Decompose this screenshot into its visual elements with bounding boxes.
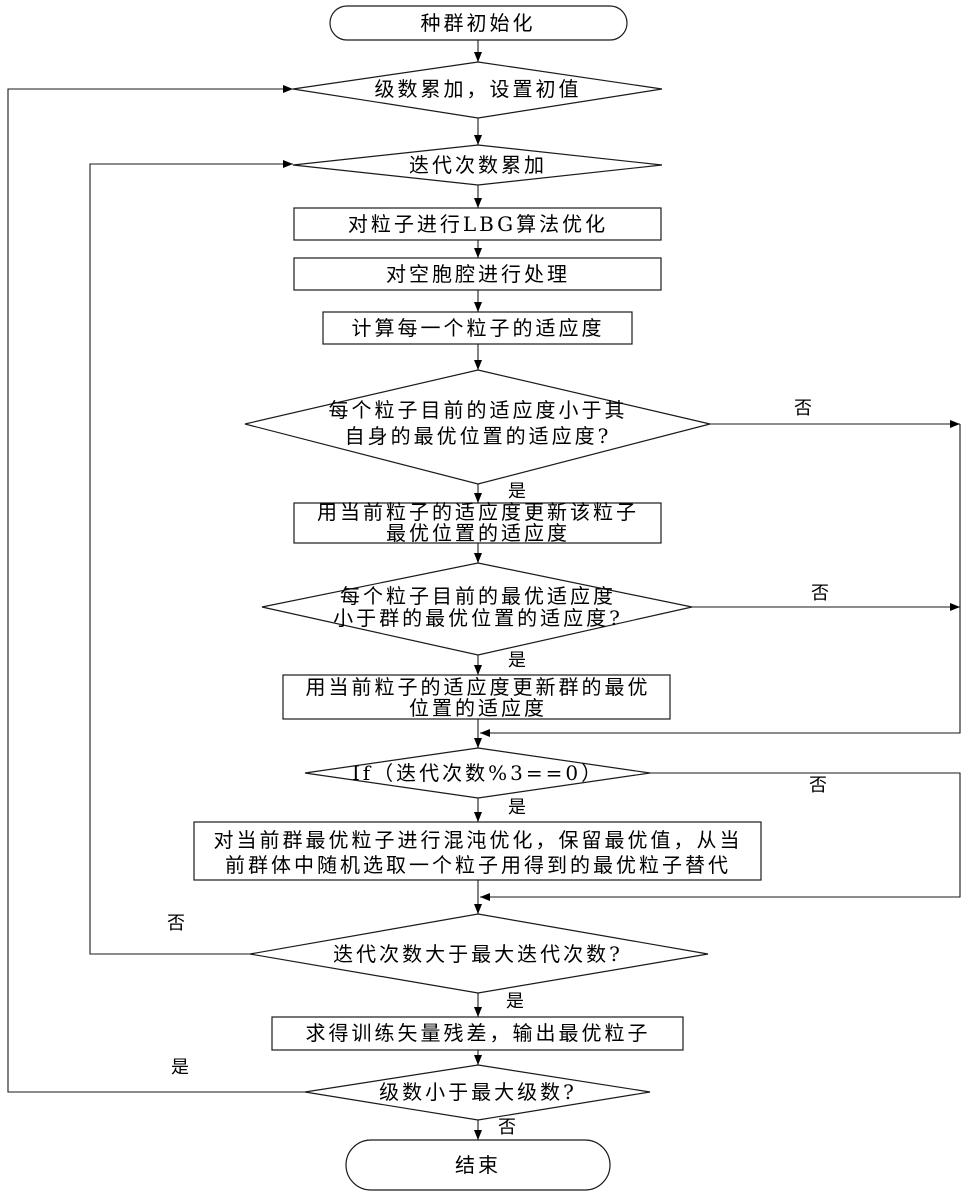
start-label: 种群初始化 xyxy=(421,11,536,35)
level-accumulate-node: 级数累加，设置初值 xyxy=(293,62,662,118)
chaos-check-yes-label: 是 xyxy=(508,797,526,818)
level-accumulate-label: 级数累加，设置初值 xyxy=(375,77,582,101)
compute-fitness-label: 计算每一个粒子的适应度 xyxy=(352,316,605,340)
end-node: 结束 xyxy=(346,1140,610,1190)
personal-best-update-line-2: 最优位置的适应度 xyxy=(386,521,570,545)
output-result-label: 求得训练矢量残差，输出最优粒子 xyxy=(306,1021,651,1045)
personal-best-check-line-2: 自身的最优位置的适应度? xyxy=(345,424,612,448)
start-node: 种群初始化 xyxy=(330,6,627,40)
compute-fitness-node: 计算每一个粒子的适应度 xyxy=(323,312,632,344)
global-best-check-no-label: 否 xyxy=(811,583,829,604)
personal-best-check-line-1: 每个粒子目前的适应度小于其 xyxy=(329,398,628,422)
max-iteration-check-no-label: 否 xyxy=(167,913,185,934)
max-level-check-no-label: 否 xyxy=(498,1117,516,1138)
chaos-check-label: If（迭代次数%3==0） xyxy=(352,761,604,785)
loop-max-level-yes xyxy=(8,89,305,1092)
chaos-optimize-node: 对当前群最优粒子进行混沌优化，保留最优值，从当 前群体中随机选取一个粒子用得到的… xyxy=(194,822,761,880)
empty-cell-label: 对空胞腔进行处理 xyxy=(386,262,570,286)
global-best-check-yes-label: 是 xyxy=(508,650,526,671)
iteration-accumulate-label: 迭代次数累加 xyxy=(409,153,547,177)
personal-best-check-yes-label: 是 xyxy=(508,481,526,502)
global-best-update-line-2: 位置的适应度 xyxy=(409,696,547,720)
lbg-optimize-node: 对粒子进行LBG算法优化 xyxy=(294,208,661,240)
empty-cell-node: 对空胞腔进行处理 xyxy=(294,258,661,290)
end-label: 结束 xyxy=(455,1153,501,1177)
personal-best-check-node: 每个粒子目前的适应度小于其 自身的最优位置的适应度? 否 是 xyxy=(245,370,812,502)
max-level-check-yes-label: 是 xyxy=(171,1057,189,1078)
global-best-check-line-1: 每个粒子目前的最优适应度 xyxy=(340,584,616,608)
global-best-check-node: 每个粒子目前的最优适应度 小于群的最优位置的适应度? 否 是 xyxy=(262,563,829,671)
max-iteration-check-label: 迭代次数大于最大迭代次数? xyxy=(333,942,623,966)
personal-best-update-node: 用当前粒子的适应度更新该粒子 最优位置的适应度 xyxy=(294,500,661,545)
global-best-update-node: 用当前粒子的适应度更新群的最优 位置的适应度 xyxy=(283,675,670,720)
personal-best-check-no-label: 否 xyxy=(794,398,812,419)
chaos-check-no-label: 否 xyxy=(809,775,827,796)
max-level-check-label: 级数小于最大级数? xyxy=(379,1080,577,1104)
output-result-node: 求得训练矢量残差，输出最优粒子 xyxy=(272,1017,683,1050)
max-iteration-check-yes-label: 是 xyxy=(506,991,524,1012)
global-best-check-line-2: 小于群的最优位置的适应度? xyxy=(333,606,623,630)
chaos-optimize-line-1: 对当前群最优粒子进行混沌优化，保留最优值，从当 xyxy=(214,828,743,852)
max-level-check-node: 级数小于最大级数? 是 否 xyxy=(171,1057,650,1138)
max-iteration-check-node: 迭代次数大于最大迭代次数? 否 是 xyxy=(167,913,708,1012)
iteration-accumulate-node: 迭代次数累加 xyxy=(293,145,662,185)
chaos-optimize-line-2: 前群体中随机选取一个粒子用得到的最优粒子替代 xyxy=(225,853,731,877)
chaos-check-node: If（迭代次数%3==0） 否 是 xyxy=(305,748,827,818)
lbg-optimize-label: 对粒子进行LBG算法优化 xyxy=(348,212,608,236)
